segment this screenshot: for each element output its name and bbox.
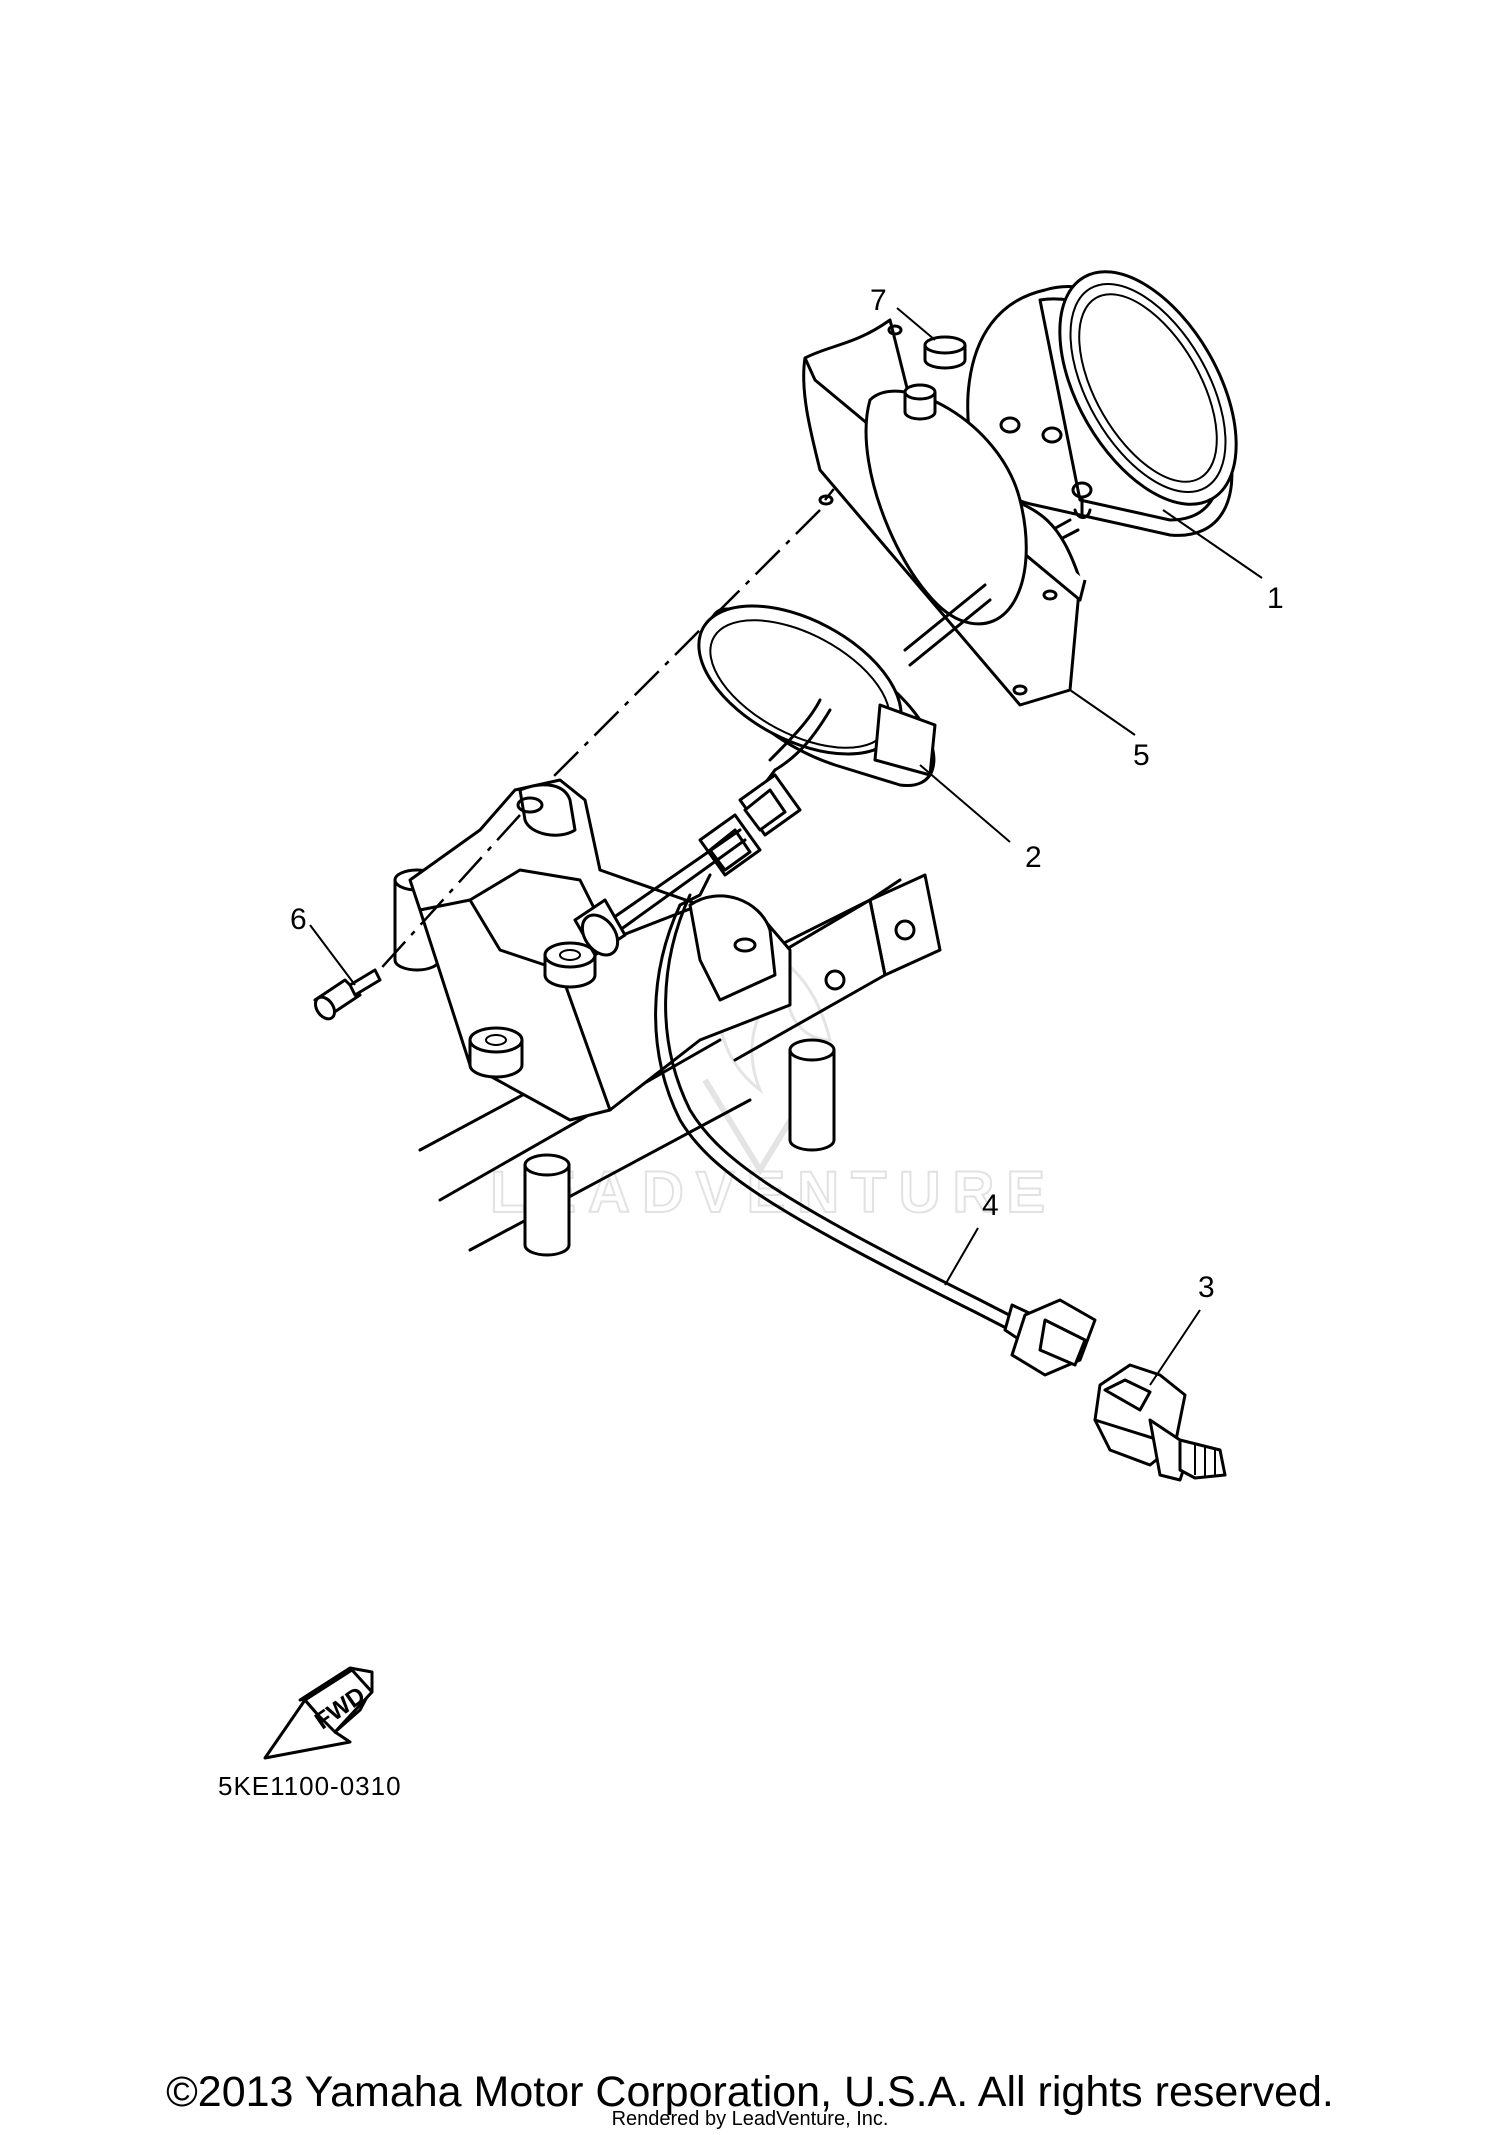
callout-6: 6 xyxy=(290,903,307,936)
watermark-text: LEADVENTURE xyxy=(490,1160,1057,1225)
callout-7: 7 xyxy=(870,284,887,317)
callout-labels: 1 2 3 4 5 6 7 xyxy=(290,284,1284,1304)
meter-gauge xyxy=(966,270,1238,557)
diagram-code: 5KE1100-0310 xyxy=(218,1771,402,1801)
callout-3: 3 xyxy=(1198,1271,1215,1304)
meter-cover xyxy=(697,604,937,788)
callout-4: 4 xyxy=(982,1189,999,1222)
meter-bracket-plate xyxy=(802,318,1087,707)
callout-5: 5 xyxy=(1133,739,1150,772)
callout-2: 2 xyxy=(1025,841,1042,874)
collar xyxy=(903,335,967,421)
watermark: LEADVENTURE xyxy=(489,938,1057,1226)
copyright-notice: ©2013 Yamaha Motor Corporation, U.S.A. A… xyxy=(166,2068,1334,2116)
leader-lines xyxy=(309,307,1263,1386)
fwd-arrow: FWD xyxy=(263,1666,374,1760)
screw xyxy=(313,968,382,1021)
callout-1: 1 xyxy=(1267,582,1284,615)
lead-wire-connector xyxy=(973,1298,1097,1377)
temperature-sensor xyxy=(1093,1363,1227,1482)
rendered-by-notice: Rendered by LeadVenture, Inc. xyxy=(611,2108,889,2130)
harness-connectors xyxy=(573,768,982,1314)
